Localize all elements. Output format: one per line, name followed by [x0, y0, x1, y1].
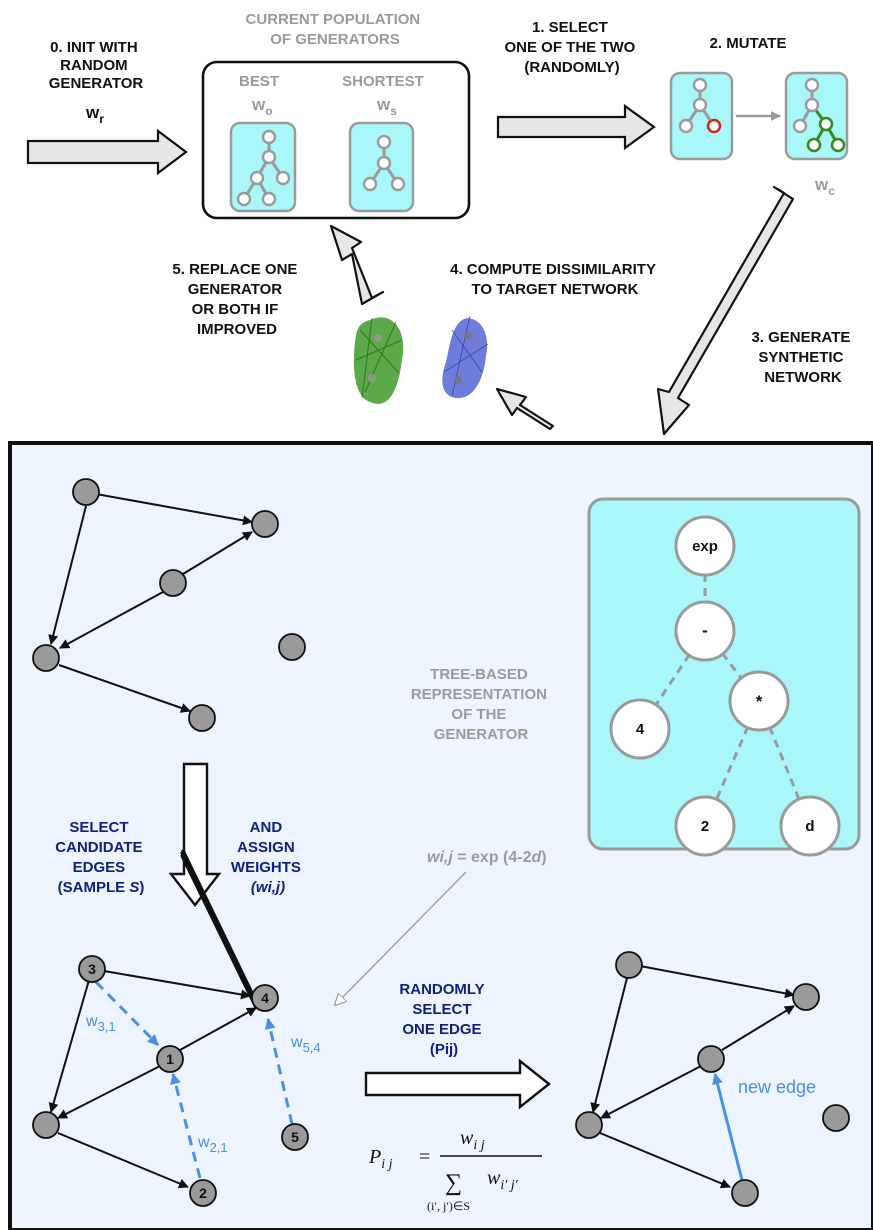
arrow-select-candidates	[168, 762, 222, 907]
population-title: CURRENT POPULATION OF GENERATORS	[246, 11, 425, 48]
tree-node-d	[779, 795, 841, 857]
mutated-node-red	[706, 118, 722, 134]
cand-node-4	[251, 984, 279, 1012]
blue-synthetic-network	[442, 315, 489, 399]
step0-init-label: 0. INIT WITH RANDOM GENERATOR wr	[49, 39, 144, 126]
svg-text:wi j: wi j	[460, 1127, 485, 1153]
svg-text:2: 2	[701, 818, 709, 835]
svg-text:-: -	[702, 621, 708, 640]
weight-formula: wi,j = exp (4-2d)	[427, 849, 547, 866]
svg-text:Pi j: Pi j	[368, 1146, 393, 1172]
arrow-randomly-select	[364, 1058, 551, 1110]
probability-formula: Pi j = wi j ∑ (i′, j′)∈S wi′ j′	[368, 1127, 542, 1213]
generator-expression-tree: exp - 4 * 2 d	[609, 515, 841, 857]
cand-node-3	[78, 955, 106, 983]
svg-text:4: 4	[636, 721, 645, 738]
green-target-network	[353, 317, 404, 404]
best-var-wo: wo	[251, 95, 273, 118]
tree-node-4	[609, 698, 671, 760]
new-edge-label: new edge	[738, 1077, 816, 1097]
step5-replace-label: 5. REPLACE ONE GENERATOR OR BOTH IF IMPR…	[172, 261, 301, 338]
svg-text:wi′ j′: wi′ j′	[487, 1167, 519, 1193]
tree-node-2	[674, 795, 736, 857]
formula-pointer-arrow	[335, 871, 467, 1005]
cand-node-2	[189, 1179, 217, 1207]
child-var-wc: wc	[814, 175, 835, 198]
assign-weights-label: AND ASSIGN WEIGHTS (wi,j)	[231, 819, 305, 896]
svg-text:*: *	[756, 692, 763, 711]
input-network	[32, 478, 306, 732]
step3-generate-label: 3. GENERATE SYNTHETIC NETWORK	[751, 329, 854, 386]
weight-label-w21: w2,1	[197, 1134, 228, 1155]
svg-text:d: d	[805, 818, 814, 835]
init-line-2: RANDOM	[60, 57, 128, 74]
init-line-1: 0. INIT WITH	[50, 39, 138, 56]
best-label: BEST	[239, 73, 279, 90]
weight-label-w31: w3,1	[85, 1013, 116, 1034]
cand-node-5	[281, 1123, 309, 1151]
cand-node-1	[156, 1045, 184, 1073]
svg-text:2: 2	[199, 1185, 207, 1201]
tree-node-times	[728, 670, 790, 732]
tree-node-minus	[674, 600, 736, 662]
randomly-select-label: RANDOMLY SELECT ONE EDGE (Pij)	[399, 981, 488, 1058]
arrow-generate	[656, 185, 795, 436]
svg-text:(i′, j′)∈S: (i′, j′)∈S	[427, 1199, 470, 1213]
candidate-network: 3 4 1 5 2	[32, 848, 309, 1207]
step2-mutate-label: 2. MUTATE	[710, 35, 787, 52]
svg-text:=: =	[419, 1146, 430, 1168]
best-generator-tree	[229, 121, 297, 213]
svg-text:exp: exp	[692, 538, 718, 555]
tree-node-exp	[674, 515, 736, 577]
svg-text:∑: ∑	[445, 1170, 462, 1196]
tree-caption: TREE-BASED REPRESENTATION OF THE GENERAT…	[411, 666, 551, 743]
svg-text:1: 1	[166, 1051, 174, 1067]
shortest-generator-tree	[348, 121, 415, 213]
arrow-replace	[329, 224, 385, 306]
init-var-wr: wr	[85, 103, 104, 126]
svg-text:4: 4	[261, 990, 269, 1006]
svg-text:3: 3	[88, 961, 96, 977]
select-candidates-label: SELECT CANDIDATE EDGES (SAMPLE S)	[55, 819, 146, 896]
step4-compute-label: 4. COMPUTE DISSIMILARITY TO TARGET NETWO…	[450, 261, 660, 298]
new-edge-line	[712, 1073, 744, 1181]
weight-label-w54: w5,4	[290, 1034, 321, 1055]
parent-generator-tree	[669, 71, 734, 161]
arrow-select	[496, 103, 656, 151]
result-network	[575, 951, 850, 1207]
svg-text:0. INIT WITH RANDOM: 0. INIT WITH RANDOM GENERATOR	[49, 39, 144, 92]
arrow-compute	[495, 387, 555, 431]
shortest-var-ws: ws	[376, 95, 397, 118]
shortest-label: SHORTEST	[342, 73, 424, 90]
cand-node-left	[32, 1111, 60, 1139]
svg-text:5: 5	[291, 1129, 299, 1145]
arrow-init-to-population	[26, 128, 188, 176]
step1-select-label: 1. SELECT ONE OF THE TWO (RANDOMLY)	[505, 19, 640, 76]
child-generator-tree	[784, 71, 849, 161]
init-line-3: GENERATOR	[49, 75, 144, 92]
